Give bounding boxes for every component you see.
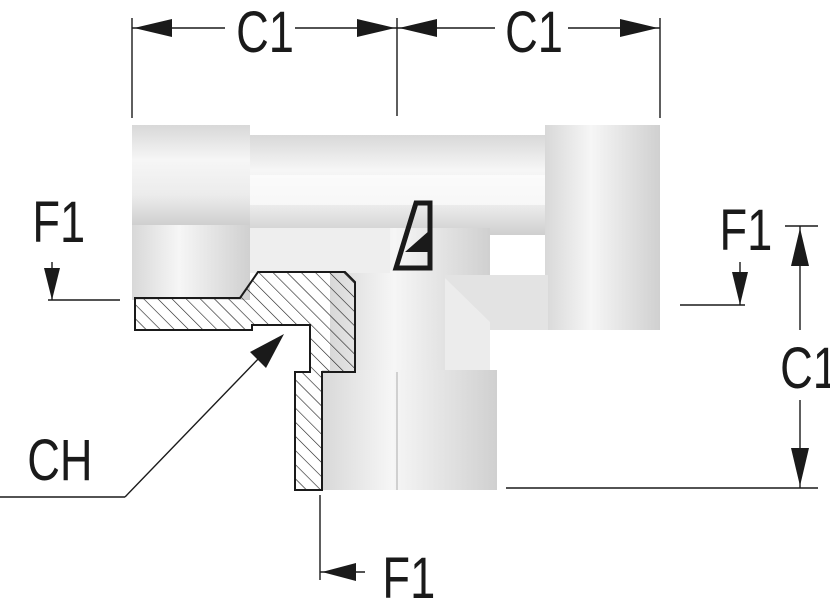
label-c1-top-right: C1: [505, 1, 563, 66]
label-f1-right: F1: [719, 199, 772, 264]
right-end-hex: [545, 125, 660, 330]
main-run-highlight: [248, 175, 548, 205]
bottom-end-hex: [322, 370, 497, 490]
label-c1-right: C1: [780, 337, 830, 402]
label-f1-bottom: F1: [382, 547, 435, 601]
dimension-top-left: [131, 18, 398, 118]
left-end-hex-lower: [132, 225, 250, 300]
dimension-f1-left: [44, 262, 120, 301]
dimension-top-right: [397, 18, 661, 118]
label-ch: CH: [27, 429, 92, 494]
left-end-hex: [132, 125, 250, 225]
fitting-body: [132, 125, 660, 490]
left-body-step: [250, 228, 390, 273]
elbow-bevel: [445, 278, 490, 372]
section-cut-hatch: [134, 271, 356, 491]
dimension-c1-right: [506, 225, 818, 489]
brand-logo-icon: [392, 200, 433, 271]
leader-ch: [0, 334, 284, 498]
section-cut: [134, 271, 356, 491]
dimension-f1-right: [680, 262, 748, 306]
dimension-f1-bottom: [319, 495, 365, 581]
label-c1-top-left: C1: [236, 1, 294, 66]
label-f1-left: F1: [32, 191, 85, 256]
